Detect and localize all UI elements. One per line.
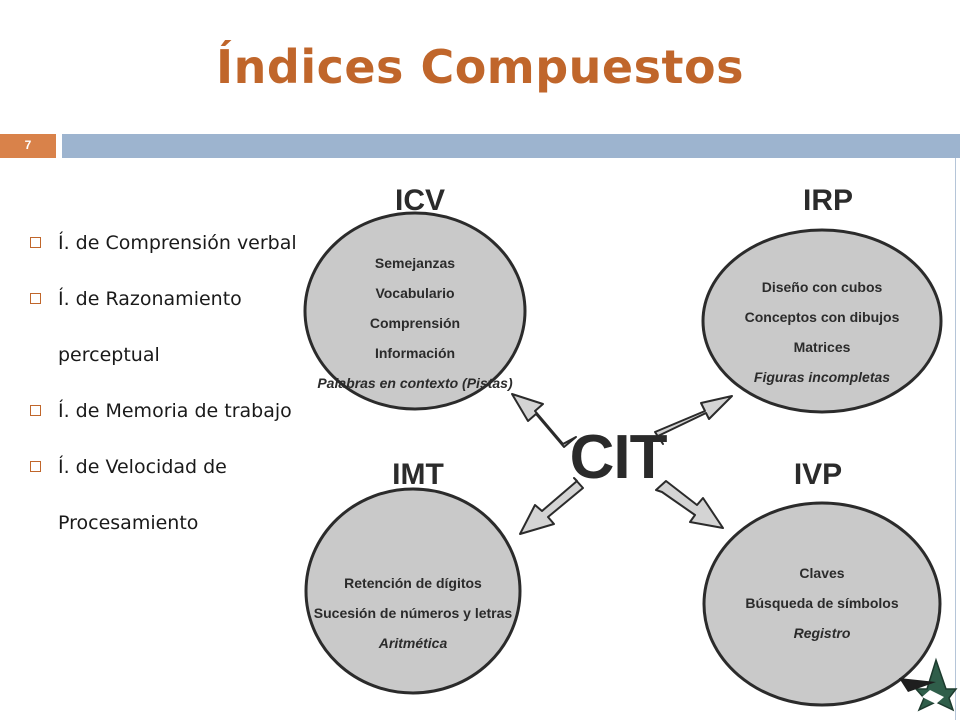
diagram-shapes: [303, 211, 958, 712]
bullet-item: Í. de Razonamiento perceptual: [28, 271, 298, 383]
arrow-to-icv: [511, 393, 577, 448]
icv-item: Información: [374, 345, 456, 361]
slide-number: 7: [0, 134, 56, 158]
cit-center-label: CIT: [569, 423, 668, 492]
bullet-item: Í. de Memoria de trabajo: [28, 383, 298, 439]
imt-items: Retención de dígitos Sucesión de números…: [313, 568, 513, 658]
bullet-list: Í. de Comprensión verbal Í. de Razonamie…: [28, 215, 298, 551]
cit-diagram: ICV IRP IMT IVP Semejanzas Vocabulario C…: [296, 170, 960, 720]
icv-item: Comprensión: [369, 315, 461, 331]
imt-item: Aritmética: [378, 635, 448, 651]
imt-label: IMT: [392, 458, 444, 491]
irp-items: Diseño con cubos Conceptos con dibujos M…: [722, 272, 922, 392]
bullet-text: Í. de Velocidad de Procesamiento: [58, 456, 227, 534]
arrow-to-irp: [654, 395, 733, 445]
ivp-items: Claves Búsqueda de símbolos Registro: [722, 558, 922, 648]
square-bullet-icon: [30, 461, 41, 472]
ivp-item: Registro: [793, 625, 851, 641]
ivp-label: IVP: [793, 458, 843, 491]
icv-items: Semejanzas Vocabulario Comprensión Infor…: [315, 248, 515, 398]
irp-item: Matrices: [793, 339, 851, 355]
imt-label-wrap: IMT: [358, 458, 478, 492]
slide-title: Índices Compuestos: [216, 40, 744, 94]
irp-item: Conceptos con dibujos: [744, 309, 900, 325]
irp-label-wrap: IRP: [768, 184, 888, 218]
bullet-text: Í. de Razonamiento perceptual: [58, 288, 242, 366]
green-star-logo-icon: [899, 657, 958, 712]
square-bullet-icon: [30, 293, 41, 304]
icv-ellipse: [303, 211, 527, 411]
bullet-item: Í. de Comprensión verbal: [28, 215, 298, 271]
irp-item: Figuras incompletas: [753, 369, 891, 385]
arrow-to-imt: [519, 477, 584, 535]
imt-item: Retención de dígitos: [344, 575, 482, 591]
imt-ellipse: [304, 487, 522, 695]
icv-item: Semejanzas: [374, 255, 456, 271]
bullet-item: Í. de Velocidad de Procesamiento: [28, 439, 298, 551]
ivp-ellipse: [702, 501, 942, 707]
ivp-item: Búsqueda de símbolos: [745, 595, 899, 611]
imt-item: Sucesión de números y letras: [313, 605, 513, 621]
bullet-text: Í. de Memoria de trabajo: [58, 400, 292, 422]
irp-label: IRP: [802, 184, 853, 217]
icv-item: Vocabulario: [375, 285, 455, 301]
icv-label: ICV: [394, 184, 445, 217]
right-border-line: [955, 158, 956, 720]
header-bar: [62, 134, 960, 158]
ivp-item: Claves: [799, 565, 845, 581]
arrow-to-ivp: [655, 480, 724, 529]
square-bullet-icon: [30, 237, 41, 248]
icv-item: Palabras en contexto (Pistas): [317, 375, 513, 391]
bullet-text: Í. de Comprensión verbal: [58, 232, 297, 254]
ivp-label-wrap: IVP: [758, 458, 878, 492]
irp-item: Diseño con cubos: [761, 279, 883, 295]
icv-label-wrap: ICV: [360, 184, 480, 218]
square-bullet-icon: [30, 405, 41, 416]
irp-ellipse: [701, 228, 943, 414]
